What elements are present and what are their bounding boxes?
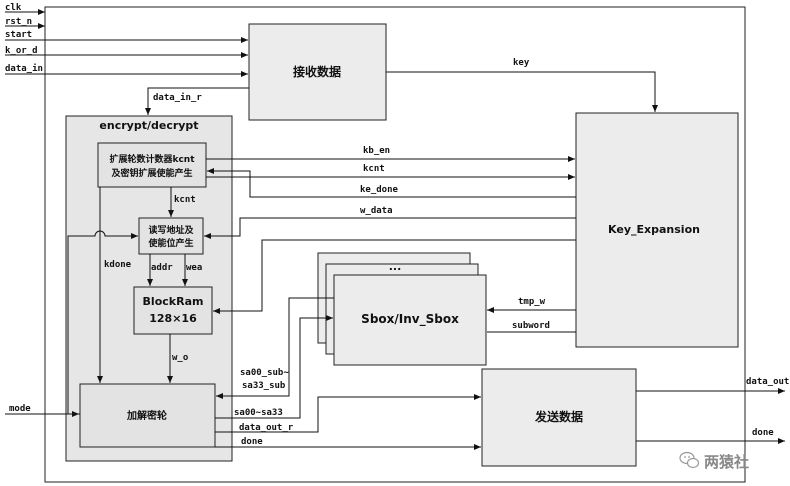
key-expansion-block bbox=[575, 112, 739, 348]
address-enable-line2: 使能位产生 bbox=[147, 237, 193, 249]
round-label: 加解密轮 bbox=[126, 409, 167, 422]
wechat-icon bbox=[679, 451, 700, 469]
w-o-label: w_o bbox=[172, 353, 188, 363]
input-rst-n-label: rst_n bbox=[5, 17, 32, 27]
kb-en-label: kb_en bbox=[363, 146, 390, 156]
input-mode-label: mode bbox=[9, 404, 31, 414]
counter-label-line2: 及密钥扩展使能产生 bbox=[111, 167, 192, 179]
kcnt-down-label: kcnt bbox=[174, 195, 196, 205]
round-block bbox=[79, 383, 216, 448]
wea-label: wea bbox=[186, 263, 202, 273]
data-in-r-label: data_in_r bbox=[153, 92, 202, 103]
receive-label: 接收数据 bbox=[293, 64, 341, 79]
kdone-label: kdone bbox=[104, 260, 132, 270]
ke-done-label: ke_done bbox=[360, 185, 399, 195]
input-start-label: start bbox=[5, 30, 32, 40]
data-in-r-wire bbox=[145, 87, 249, 115]
sbox-stack-dots: ... bbox=[389, 260, 402, 273]
input-k-or-d-label: k_or_d bbox=[5, 46, 38, 56]
input-clk-label: clk bbox=[5, 3, 22, 13]
sa-label: sa00~sa33 bbox=[234, 408, 283, 418]
data-out-label: data_out bbox=[746, 377, 789, 387]
counter-block bbox=[97, 142, 207, 188]
round-feedback-wire bbox=[67, 230, 138, 415]
data-out-r-wire bbox=[215, 394, 481, 433]
sa-wire bbox=[215, 315, 333, 419]
receive-block bbox=[248, 23, 387, 121]
send-block bbox=[481, 368, 637, 467]
ke-done-wire bbox=[207, 168, 576, 198]
sa-sub-label-line2: sa33_sub bbox=[242, 381, 286, 391]
sa-sub-label-line1: sa00_sub~ bbox=[240, 368, 289, 378]
sa-sub-wire bbox=[216, 297, 334, 399]
address-enable-block bbox=[138, 217, 204, 255]
top-module-frame bbox=[44, 6, 746, 483]
w-data-wire bbox=[204, 217, 576, 239]
address-enable-line1: 读写地址及 bbox=[148, 224, 194, 236]
key-wire bbox=[386, 71, 658, 112]
key-expansion-label: Key_Expansion bbox=[608, 223, 700, 236]
encrypt-decrypt-title: encrypt/decrypt bbox=[99, 119, 198, 132]
tmp-w-label: tmp_w bbox=[518, 297, 546, 307]
watermark-text: 两猿社 bbox=[704, 453, 749, 471]
kcnt-right-label: kcnt bbox=[363, 164, 385, 174]
blockram-label-line1: BlockRam bbox=[143, 295, 204, 308]
blockram-label-line2: 128×16 bbox=[149, 312, 197, 325]
key-to-blockram-wire bbox=[213, 239, 576, 314]
done-out-label: done bbox=[752, 428, 774, 438]
w-data-label: w_data bbox=[360, 206, 393, 216]
sbox-label: Sbox/Inv_Sbox bbox=[361, 312, 459, 327]
sbox-block bbox=[333, 274, 487, 366]
addr-label: addr bbox=[151, 263, 173, 273]
input-data-in-label: data_in bbox=[5, 63, 43, 74]
subword-label: subword bbox=[512, 321, 550, 331]
key-label: key bbox=[513, 58, 530, 68]
done-internal-label: done bbox=[241, 437, 263, 447]
send-label: 发送数据 bbox=[534, 409, 583, 424]
blockram-block bbox=[133, 286, 213, 335]
counter-label-line1: 扩展轮数计数器kcnt bbox=[109, 153, 195, 165]
data-out-r-label: data_out_r bbox=[239, 423, 294, 433]
